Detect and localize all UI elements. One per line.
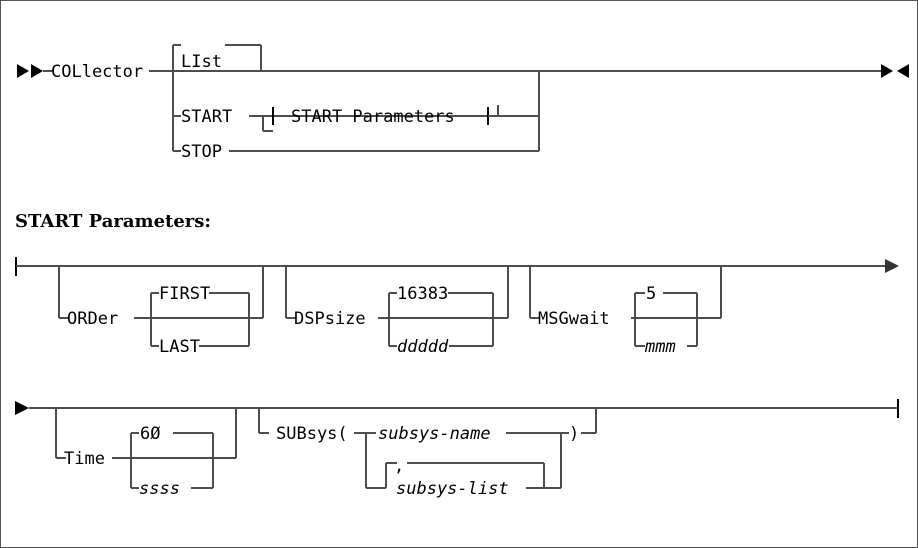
token-stop: STOP bbox=[181, 142, 222, 162]
token-list: LIst bbox=[181, 52, 222, 72]
token-ssss: ssss bbox=[139, 479, 180, 499]
heading-start-parameters: START Parameters: bbox=[15, 211, 211, 232]
token-dspsize: DSPsize bbox=[294, 309, 366, 329]
row1-start-arrow-1 bbox=[17, 64, 29, 78]
token-collector: COLlector bbox=[51, 62, 143, 82]
token-time: Time bbox=[64, 449, 105, 469]
row2-group: ORDer FIRST LAST DSPsize 16383 bbox=[15, 257, 899, 357]
token-order: ORDer bbox=[67, 309, 118, 329]
token-60: 6Ø bbox=[140, 424, 160, 444]
token-mmm: mmm bbox=[644, 337, 676, 357]
row2-end-arrow bbox=[885, 259, 899, 273]
token-start: START bbox=[181, 107, 232, 127]
token-subsys-open: SUBsys( bbox=[276, 424, 348, 444]
token-ddddd: ddddd bbox=[397, 337, 449, 357]
token-5: 5 bbox=[646, 284, 656, 304]
token-16383: 16383 bbox=[397, 284, 448, 304]
fragment-label-start-parameters: START Parameters bbox=[291, 107, 455, 127]
row3-start-arrow bbox=[15, 401, 29, 415]
row1-start-arrow-2 bbox=[31, 64, 43, 78]
token-subsys-list: subsys-list bbox=[396, 479, 509, 499]
row3-group: Time 6Ø ssss SUBsys( subsys-name bbox=[15, 399, 899, 499]
token-comma: , bbox=[394, 456, 404, 476]
row1-group: COLlector LIst START START Parameters bbox=[17, 44, 909, 162]
token-subsys-name: subsys-name bbox=[378, 424, 491, 444]
token-last: LAST bbox=[159, 337, 200, 357]
token-close-paren: ) bbox=[569, 424, 579, 444]
row1-end-arrow-right bbox=[881, 64, 893, 78]
token-first: FIRST bbox=[159, 284, 210, 304]
row1-end-arrow-left bbox=[897, 64, 909, 78]
token-msgwait: MSGwait bbox=[538, 309, 610, 329]
